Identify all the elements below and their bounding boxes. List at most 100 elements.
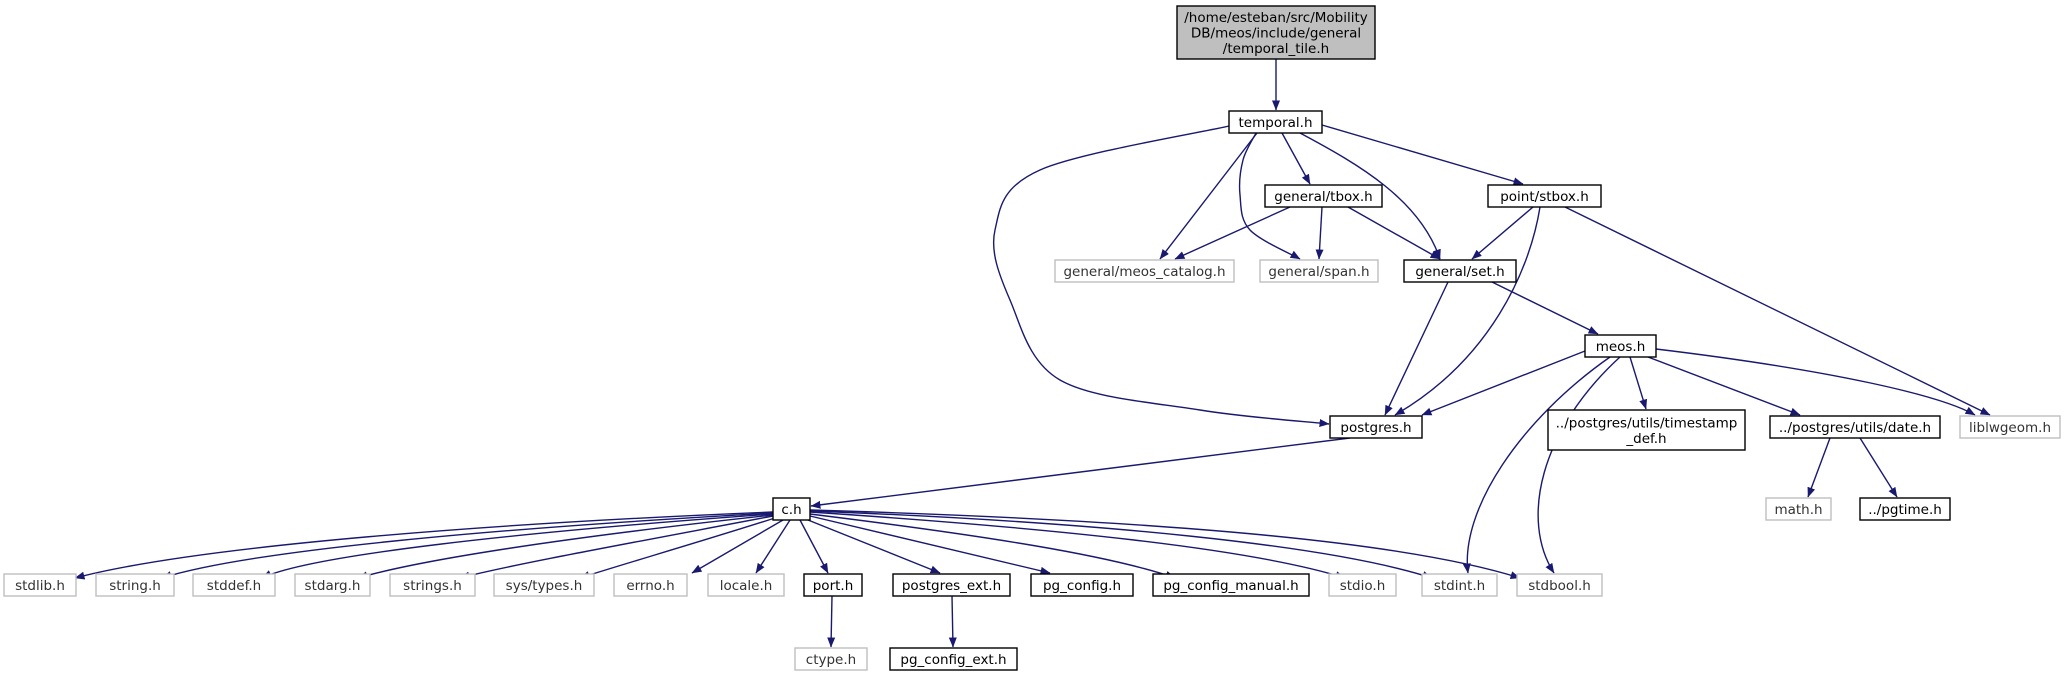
node-stdbool-box xyxy=(1516,573,1603,597)
node-errno-box xyxy=(613,573,688,597)
node-span-label: general/span.h xyxy=(1268,264,1369,280)
node-stdint: stdint.h xyxy=(1421,573,1498,597)
node-pg-config-label: pg_config.h xyxy=(1043,578,1121,594)
node-meos[interactable]: meos.h xyxy=(1584,334,1657,358)
node-stddef-box xyxy=(192,573,276,597)
node-stdio: stdio.h xyxy=(1328,573,1397,597)
node-meos-catalog-box xyxy=(1054,259,1235,283)
node-liblwgeom-label: liblwgeom.h xyxy=(1969,420,2051,436)
edge-temporal-to-postgres xyxy=(992,125,1330,427)
node-c[interactable]: c.h xyxy=(772,497,811,521)
edge-date-to-math xyxy=(1807,437,1831,498)
node-port[interactable]: port.h xyxy=(803,573,863,597)
node-pg-config-ext[interactable]: pg_config_ext.h xyxy=(889,647,1018,671)
edge-date-to-pgtime xyxy=(1859,437,1898,498)
node-stdbool: stdbool.h xyxy=(1516,573,1603,597)
node-timestamp-def[interactable]: ../postgres/utils/timestamp_def.h xyxy=(1547,409,1746,451)
edge-tbox-to-set xyxy=(1347,206,1441,260)
edge-c-to-stdint xyxy=(809,510,1433,579)
edge-c-to-locale xyxy=(755,519,791,574)
node-ctype-box xyxy=(794,647,868,671)
node-stdlib-box xyxy=(3,573,77,597)
edge-c-to-postgres_ext xyxy=(807,519,941,574)
edge-c-to-strings xyxy=(459,515,774,580)
node-ctype-label: ctype.h xyxy=(806,652,856,668)
edge-c-to-string xyxy=(161,512,774,579)
node-tbox-box xyxy=(1264,184,1383,208)
node-timestamp-def-label: ../postgres/utils/timestamp xyxy=(1556,415,1738,431)
edge-meos-to-stdint xyxy=(1462,356,1611,574)
node-root[interactable]: /home/esteban/src/MobilityDB/meos/includ… xyxy=(1176,5,1376,60)
node-pg-config-manual[interactable]: pg_config_manual.h xyxy=(1152,573,1310,597)
node-pgtime-label: ../pgtime.h xyxy=(1868,502,1942,518)
node-stddef-label: stddef.h xyxy=(207,578,261,594)
node-pg-config-ext-label: pg_config_ext.h xyxy=(900,652,1006,668)
node-errno: errno.h xyxy=(613,573,688,597)
node-date[interactable]: ../postgres/utils/date.h xyxy=(1769,415,1941,439)
node-math-box xyxy=(1765,497,1832,521)
node-pgtime-box xyxy=(1859,497,1951,521)
node-locale-label: locale.h xyxy=(720,578,773,594)
nodes-layer: /home/esteban/src/MobilityDB/meos/includ… xyxy=(3,5,2061,671)
edge-c-to-stdio xyxy=(809,511,1346,579)
node-meos-catalog-label: general/meos_catalog.h xyxy=(1063,264,1225,280)
node-systypes-label: sys/types.h xyxy=(506,578,583,594)
edge-meos-to-stdbool xyxy=(1537,356,1621,574)
node-root-box xyxy=(1176,5,1376,60)
edge-c-to-stddef xyxy=(261,513,774,579)
node-port-box xyxy=(803,573,863,597)
node-pgtime[interactable]: ../pgtime.h xyxy=(1859,497,1951,521)
edge-temporal-to-meos_catalog xyxy=(1159,132,1258,260)
node-math-label: math.h xyxy=(1774,502,1822,518)
node-meos-label: meos.h xyxy=(1596,339,1646,355)
node-liblwgeom-box xyxy=(1959,415,2061,439)
node-stbox-box xyxy=(1487,184,1602,208)
node-stdlib: stdlib.h xyxy=(3,573,77,597)
node-temporal-label: temporal.h xyxy=(1239,115,1313,131)
edge-temporal-to-span xyxy=(1238,132,1301,260)
node-strings-box xyxy=(389,573,476,597)
node-strings: strings.h xyxy=(389,573,476,597)
node-stdarg: stdarg.h xyxy=(294,573,371,597)
edge-c-to-stdlib xyxy=(74,511,774,580)
node-port-label: port.h xyxy=(813,578,854,594)
node-errno-label: errno.h xyxy=(626,578,674,594)
node-temporal[interactable]: temporal.h xyxy=(1228,110,1323,134)
node-string-box xyxy=(95,573,175,597)
node-postgres[interactable]: postgres.h xyxy=(1329,415,1423,439)
node-date-label: ../postgres/utils/date.h xyxy=(1779,420,1931,436)
node-set-box xyxy=(1403,259,1517,283)
node-pg-config[interactable]: pg_config.h xyxy=(1030,573,1134,597)
node-root-label: DB/meos/include/general xyxy=(1191,26,1361,42)
edge-temporal-to-set xyxy=(1299,132,1441,260)
edge-meos-to-date xyxy=(1647,356,1801,416)
node-stdint-box xyxy=(1421,573,1498,597)
node-postgres-ext-box xyxy=(892,573,1011,597)
node-stdarg-label: stdarg.h xyxy=(305,578,361,594)
node-c-label: c.h xyxy=(781,502,801,518)
edge-postgres-to-c xyxy=(810,437,1351,509)
node-strings-label: strings.h xyxy=(403,578,462,594)
edges-layer xyxy=(74,59,1991,648)
node-tbox-label: general/tbox.h xyxy=(1274,189,1372,205)
node-meos-catalog: general/meos_catalog.h xyxy=(1054,259,1235,283)
node-postgres-box xyxy=(1329,415,1423,439)
edge-c-to-pg_config_manual xyxy=(809,513,1176,579)
node-tbox[interactable]: general/tbox.h xyxy=(1264,184,1383,208)
edge-c-to-errno xyxy=(691,519,784,574)
node-postgres-ext[interactable]: postgres_ext.h xyxy=(892,573,1011,597)
node-span: general/span.h xyxy=(1259,259,1379,283)
node-timestamp-def-label: _def.h xyxy=(1625,431,1666,447)
node-stbox[interactable]: point/stbox.h xyxy=(1487,184,1602,208)
edge-stbox-to-postgres xyxy=(1394,206,1541,416)
node-c-box xyxy=(772,497,811,521)
node-temporal-box xyxy=(1228,110,1323,134)
node-stdint-label: stdint.h xyxy=(1434,578,1485,594)
node-set[interactable]: general/set.h xyxy=(1403,259,1517,283)
node-pg-config-manual-label: pg_config_manual.h xyxy=(1163,578,1298,594)
node-locale-box xyxy=(707,573,785,597)
node-stdbool-label: stdbool.h xyxy=(1528,578,1591,594)
node-systypes-box xyxy=(493,573,595,597)
edge-postgres_ext-to-pg_config_ext xyxy=(948,595,957,648)
